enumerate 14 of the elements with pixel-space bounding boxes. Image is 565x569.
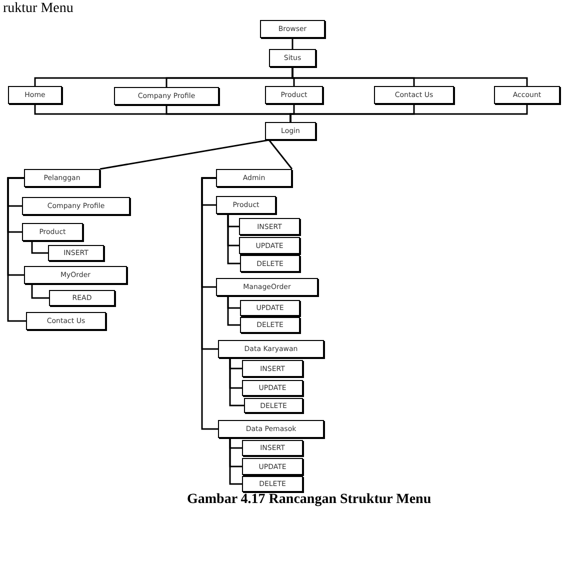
connector-line xyxy=(292,38,294,49)
connector-line xyxy=(229,438,242,485)
connector-line xyxy=(227,296,240,326)
connector-line xyxy=(227,214,240,264)
connector-line xyxy=(290,104,528,122)
connector-line xyxy=(31,241,48,254)
connector-line xyxy=(268,140,293,170)
connector-line xyxy=(7,177,26,322)
heading-text: ruktur Menu xyxy=(3,2,74,16)
figure-caption: Gambar 4.17 Rancangan Struktur Menu xyxy=(187,492,432,508)
connector-line xyxy=(292,67,528,86)
connector-line xyxy=(229,358,244,406)
connector-line xyxy=(31,284,49,299)
connector-line xyxy=(201,177,218,430)
